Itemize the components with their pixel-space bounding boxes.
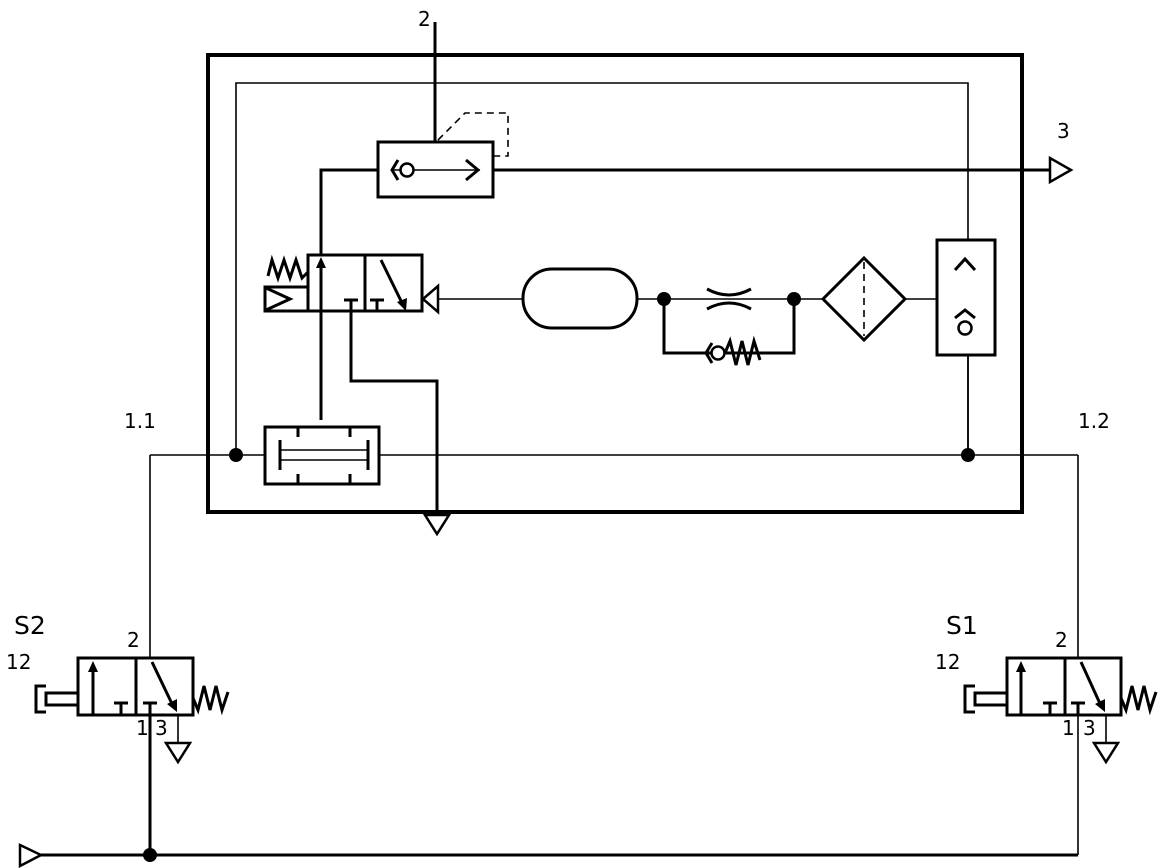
throttle-restriction-top	[706, 287, 752, 297]
s2-arrowhead	[88, 661, 98, 672]
s2-exhaust-triangle	[163, 741, 193, 765]
valve-to-quick-exhaust-line	[319, 168, 378, 420]
port-3-label: 3	[1057, 119, 1070, 143]
bypass-check-seat	[704, 342, 714, 364]
s2-plunger-head	[34, 684, 46, 714]
s2-diagonal-flow	[150, 661, 176, 709]
port-2-label: 2	[418, 7, 431, 31]
s2-diagonal-arrowhead	[167, 699, 177, 712]
s2-port-1-label: 1	[136, 716, 149, 740]
s1-exhaust-triangle	[1091, 741, 1121, 765]
shuttle-valve	[263, 425, 381, 486]
throttle-restriction-bottom	[706, 301, 752, 311]
s2-port-3-label: 3	[155, 716, 168, 740]
inlet-check-seat	[954, 308, 976, 320]
main-supply-triangle	[18, 843, 44, 868]
s1-diagonal-arrowhead	[1095, 699, 1105, 712]
inlet-check-valve	[935, 238, 997, 357]
valve-s2	[34, 656, 230, 765]
bypass-spring	[723, 335, 762, 366]
junction-1-1	[229, 448, 243, 462]
valve-s1	[963, 656, 1158, 765]
s1-arrowhead	[1016, 661, 1026, 672]
s2-left-cell	[76, 656, 138, 717]
main-valve-exhaust-path	[349, 311, 439, 515]
s2-port-2-label: 2	[127, 628, 140, 652]
s2-port-12-label: 12	[6, 650, 31, 674]
s2-spring	[191, 685, 230, 716]
main-valve-diagonal-arrowhead	[397, 298, 407, 311]
main-valve-supply-triangle	[421, 283, 440, 315]
port-3-exhaust-triangle	[1048, 155, 1074, 185]
main-valve-left-cell	[306, 253, 367, 313]
main-valve-spring	[266, 254, 310, 283]
port-1-2-label: 1.2	[1078, 409, 1110, 433]
quick-exhaust-check-ball	[399, 162, 415, 178]
air-reservoir	[521, 267, 639, 330]
quick-exhaust-arrow	[465, 158, 481, 182]
s2-plunger	[44, 691, 78, 707]
s1-spring	[1119, 685, 1158, 716]
s1-port-12-label: 12	[935, 650, 960, 674]
s1-port-3-label: 3	[1083, 716, 1096, 740]
main-valve-arrowhead	[316, 257, 326, 268]
s1-diagonal-flow	[1079, 661, 1104, 709]
housing-frame	[206, 53, 1024, 514]
s1-port-2-label: 2	[1055, 628, 1068, 652]
inlet-check-arrow	[953, 256, 977, 272]
s2-label: S2	[14, 611, 46, 640]
main-valve-diagonal-flow	[379, 259, 406, 308]
s1-plunger-head	[963, 684, 975, 714]
quick-exhaust-check-seat	[390, 159, 400, 181]
bottom-exhaust-triangle	[422, 513, 452, 537]
s1-label: S1	[946, 611, 978, 640]
s1-left-cell	[1005, 656, 1067, 717]
bypass-check-ball	[710, 345, 726, 361]
inlet-check-ball	[957, 320, 973, 336]
check-valve-bypass-line	[662, 299, 796, 355]
port-1-1-label: 1.1	[124, 409, 156, 433]
s1-plunger	[973, 691, 1007, 707]
s1-port-1-label: 1	[1062, 716, 1075, 740]
main-valve-pilot-triangle	[265, 286, 294, 312]
quick-exhaust-pilot-dashed	[437, 112, 509, 157]
